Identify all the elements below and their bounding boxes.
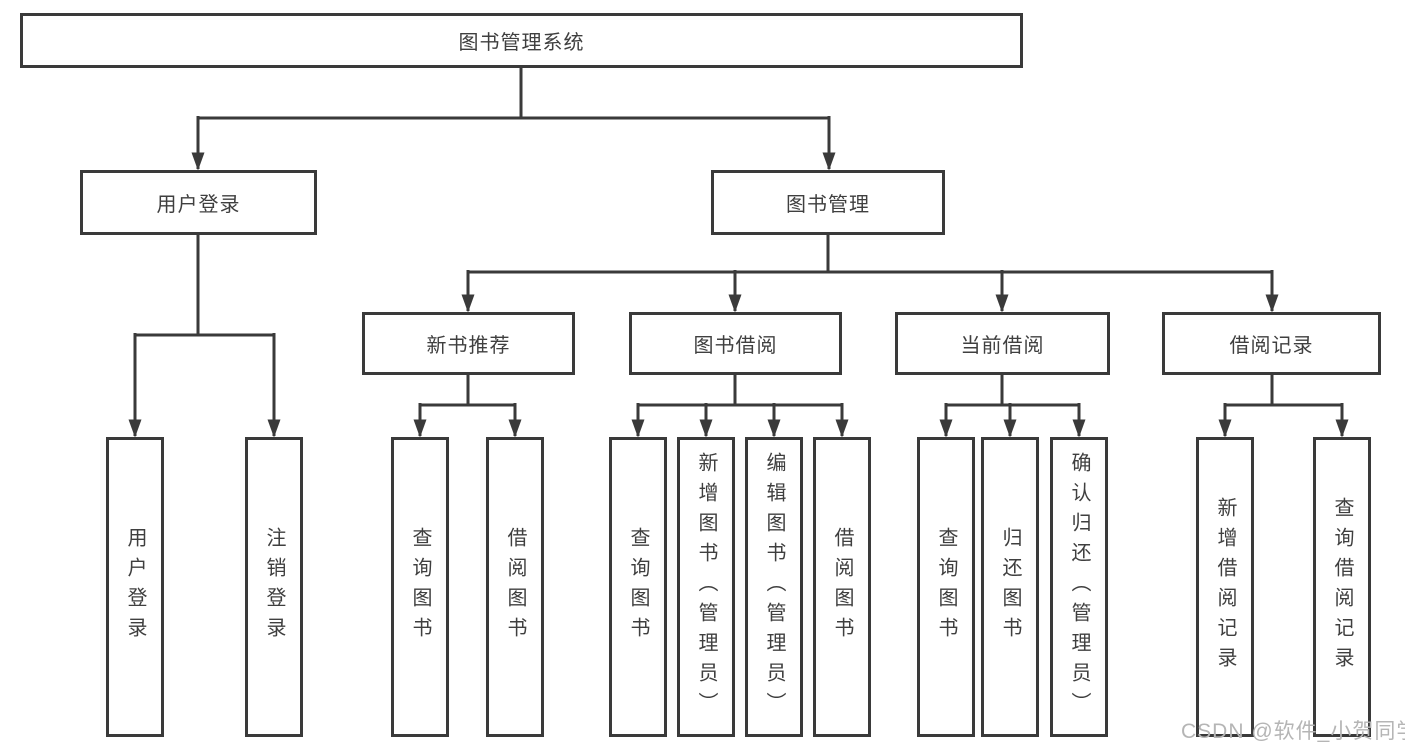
node-leaf-add-borrow-record-label: 新增借阅记录 <box>1214 497 1236 677</box>
node-leaf-return-books: 归还图书 <box>981 437 1039 737</box>
node-book-management: 图书管理 <box>711 170 945 235</box>
node-new-book-recommend-label: 新书推荐 <box>426 335 511 357</box>
node-book-management-label: 图书管理 <box>786 194 870 216</box>
node-leaf-query-books-current-label: 查询图书 <box>935 527 957 647</box>
node-book-borrow-label: 图书借阅 <box>693 335 778 357</box>
node-new-book-recommend: 新书推荐 <box>362 312 575 375</box>
node-leaf-query-books-borrow: 查询图书 <box>609 437 667 737</box>
node-current-borrow: 当前借阅 <box>895 312 1110 375</box>
node-leaf-logout-login-label: 注销登录 <box>263 527 285 647</box>
node-leaf-edit-books-admin-label: 编辑图书（管理员） <box>763 452 785 722</box>
node-leaf-confirm-return-admin-label: 确认归还（管理员） <box>1068 452 1090 722</box>
node-leaf-query-books-current: 查询图书 <box>917 437 975 737</box>
node-book-borrow: 图书借阅 <box>629 312 842 375</box>
node-leaf-query-borrow-record: 查询借阅记录 <box>1313 437 1371 737</box>
node-leaf-borrow-books-recommend-label: 借阅图书 <box>504 527 526 647</box>
node-borrow-records-label: 借阅记录 <box>1229 335 1314 357</box>
node-leaf-query-borrow-record-label: 查询借阅记录 <box>1331 497 1353 677</box>
csdn-watermark: CSDN @软件_小贺同学 <box>1181 720 1405 743</box>
node-leaf-return-books-label: 归还图书 <box>999 527 1021 647</box>
node-user-login-label: 用户登录 <box>156 194 241 216</box>
node-leaf-add-books-admin-label: 新增图书（管理员） <box>695 452 717 722</box>
node-leaf-query-books-recommend-label: 查询图书 <box>409 527 431 647</box>
node-leaf-logout-login: 注销登录 <box>245 437 303 737</box>
node-leaf-borrow-books: 借阅图书 <box>813 437 871 737</box>
node-leaf-borrow-books-label: 借阅图书 <box>831 527 853 647</box>
node-current-borrow-label: 当前借阅 <box>960 335 1045 357</box>
node-leaf-add-books-admin: 新增图书（管理员） <box>677 437 735 737</box>
node-leaf-add-borrow-record: 新增借阅记录 <box>1196 437 1254 737</box>
node-leaf-query-books-recommend: 查询图书 <box>391 437 449 737</box>
node-borrow-records: 借阅记录 <box>1162 312 1381 375</box>
node-leaf-borrow-books-recommend: 借阅图书 <box>486 437 544 737</box>
node-leaf-user-login: 用户登录 <box>106 437 164 737</box>
node-root: 图书管理系统 <box>20 13 1023 68</box>
node-root-label: 图书管理系统 <box>458 32 585 54</box>
node-leaf-user-login-label: 用户登录 <box>124 527 146 647</box>
node-leaf-confirm-return-admin: 确认归还（管理员） <box>1050 437 1108 737</box>
node-leaf-edit-books-admin: 编辑图书（管理员） <box>745 437 803 737</box>
node-leaf-query-books-borrow-label: 查询图书 <box>627 527 649 647</box>
node-user-login: 用户登录 <box>80 170 317 235</box>
